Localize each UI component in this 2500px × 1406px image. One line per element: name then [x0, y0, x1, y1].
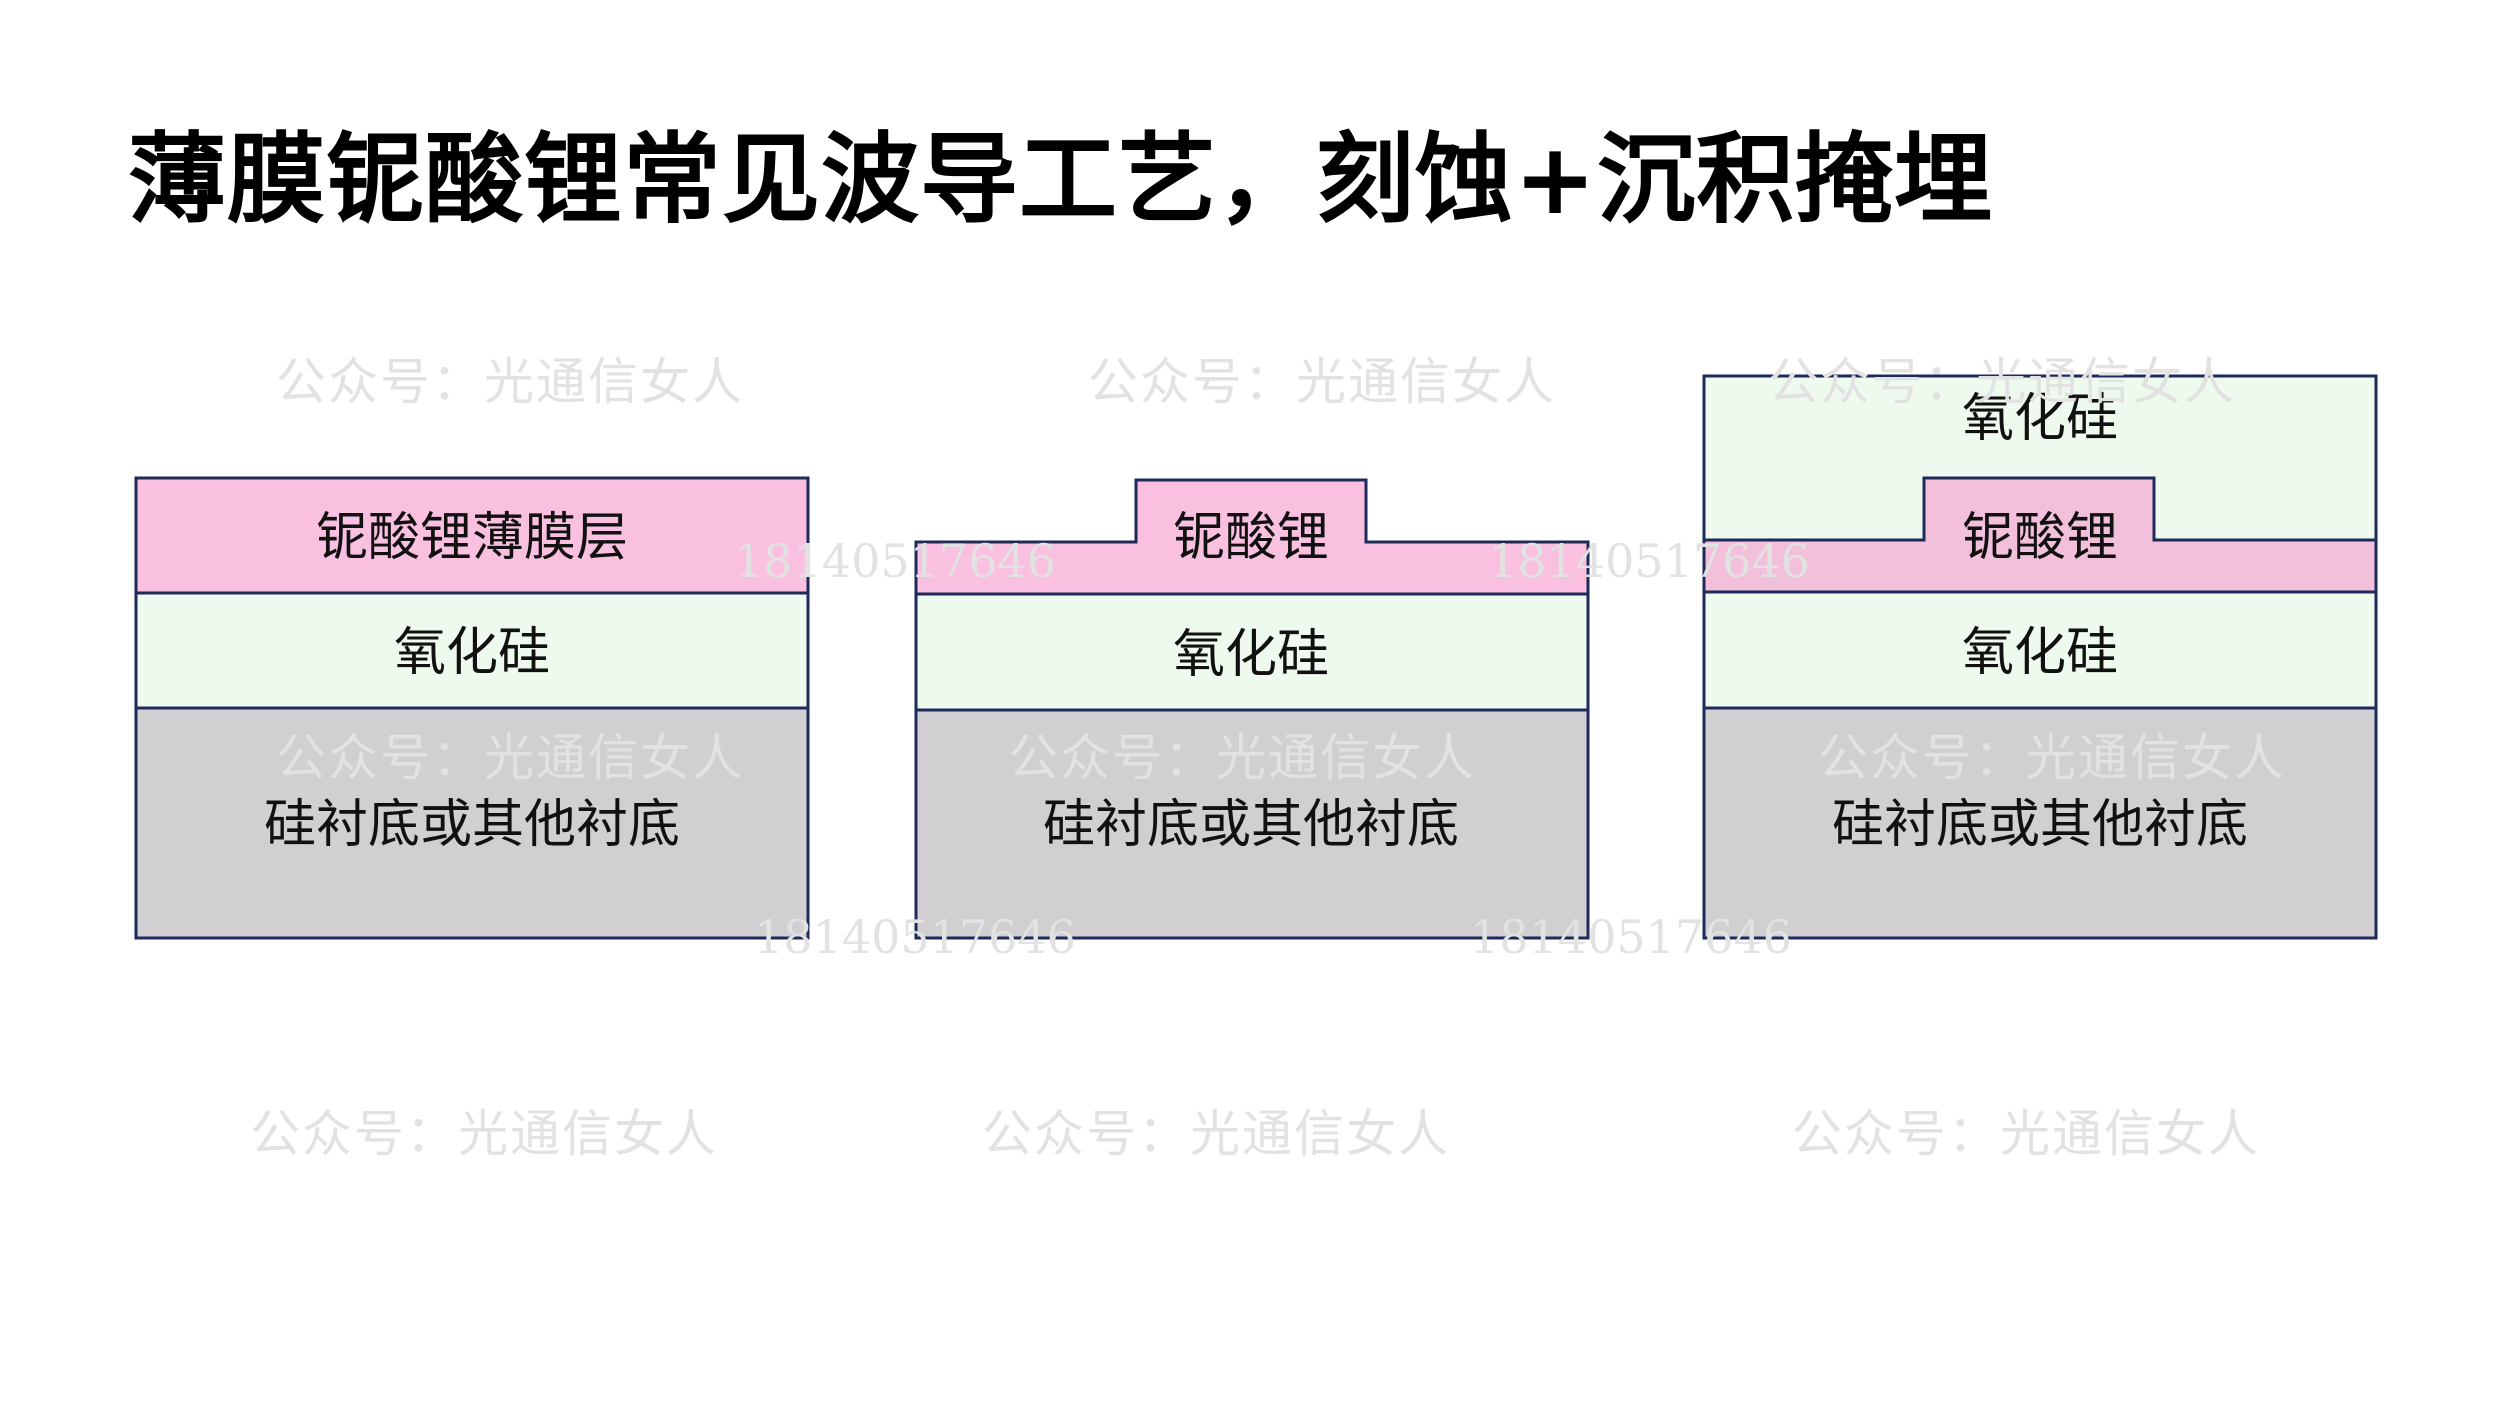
- page-title: 薄膜铌酸锂常见波导工艺，刻蚀+沉积掩埋: [128, 123, 1994, 237]
- stage-2-linbo3-label: 铌酸锂: [1173, 508, 1329, 568]
- stage-3-linbo3-ridge: [1702, 476, 2378, 594]
- stage-1-substrate-layer: [134, 706, 810, 940]
- stage-2-etched-ridge-stack: 铌酸锂 氧化硅 硅衬底或其他衬底: [914, 478, 1590, 940]
- stage-1-thin-film-stack: 铌酸锂薄膜层 氧化硅 硅衬底或其他衬底: [134, 476, 810, 940]
- stage-3-oxide-label: 氧化硅: [1962, 623, 2118, 683]
- stage-1-substrate-label: 硅衬底或其他衬底: [264, 795, 680, 855]
- stage-3-buried-waveguide-stack: 氧化硅 铌酸锂 氧化硅 硅衬底或其他衬底: [1702, 374, 2378, 940]
- stage-1-linbo3-label: 铌酸锂薄膜层: [316, 508, 628, 568]
- stage-2-substrate-layer: [914, 708, 1590, 940]
- stage-3-substrate-label: 硅衬底或其他衬底: [1832, 795, 2248, 855]
- stage-3-cladding-label: 氧化硅: [1962, 389, 2118, 449]
- stage-3-oxide-layer: [1702, 590, 2378, 710]
- stage-1-oxide-label: 氧化硅: [394, 623, 550, 683]
- stage-2-linbo3-ridge: [914, 478, 1590, 596]
- stage-2-oxide-label: 氧化硅: [1173, 625, 1329, 685]
- stage-1-linbo3-film-layer: [134, 476, 810, 595]
- stage-2-substrate-label: 硅衬底或其他衬底: [1043, 795, 1459, 855]
- stage-2-oxide-layer: [914, 592, 1590, 712]
- stage-3-linbo3-label: 铌酸锂: [1962, 508, 2118, 568]
